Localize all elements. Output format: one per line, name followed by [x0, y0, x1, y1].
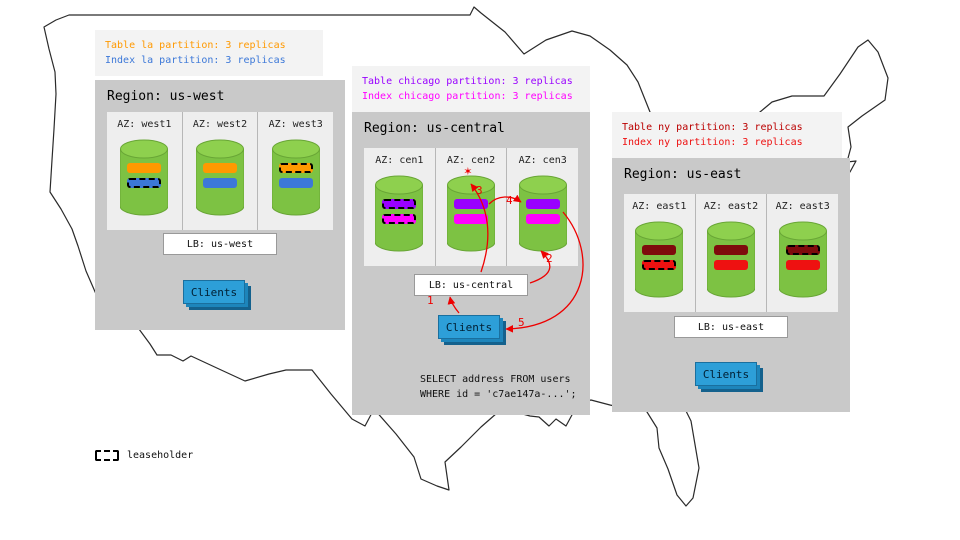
load-balancer: LB: us-east: [674, 316, 788, 338]
index-partition-replica: [203, 178, 237, 188]
az-label: AZ: west1: [117, 119, 172, 130]
legend: leaseholder: [95, 450, 193, 461]
az-column-cen3: AZ: cen3: [506, 148, 578, 266]
table-partition-replica: [203, 163, 237, 173]
clients-button[interactable]: Clients: [438, 315, 500, 339]
database-node: [707, 221, 755, 299]
table-partition-leaseholder: [382, 199, 417, 209]
table-partition-replica: [714, 245, 748, 255]
database-node: [271, 139, 320, 217]
annotation-index-line: Index la partition: 3 replicas: [105, 55, 286, 66]
index-partition-replica: [785, 260, 820, 270]
load-balancer: LB: us-west: [163, 233, 277, 255]
clients-button[interactable]: Clients: [183, 280, 245, 304]
index-partition-leaseholder: [127, 178, 162, 188]
az-column-west1: AZ: west1: [107, 112, 182, 230]
database-node: [778, 221, 827, 299]
sql-line-2: WHERE id = 'c7ae147a-...';: [420, 389, 577, 400]
annotation-us-west: Table la partition: 3 replicas Index la …: [95, 30, 323, 76]
annotation-us-central: Table chicago partition: 3 replicas Inde…: [352, 66, 590, 112]
region-title: Region: us-east: [624, 167, 742, 182]
az-container: AZ: east1 AZ: east2 AZ: [624, 194, 838, 312]
index-partition-replica: [454, 214, 488, 224]
table-partition-leaseholder: [785, 245, 820, 255]
leaseholder-swatch-icon: [95, 450, 119, 461]
query-step-2: 2: [546, 252, 553, 265]
query-step-1: 1: [427, 294, 434, 307]
index-partition-replica: [278, 178, 313, 188]
region-title: Region: us-central: [364, 121, 505, 136]
az-column-cen1: AZ: cen1: [364, 148, 435, 266]
region-panel-us-west: Region: us-west AZ: west1 AZ: west2: [95, 80, 345, 330]
az-label: AZ: east2: [703, 201, 759, 212]
query-step-3: 3: [476, 184, 483, 197]
az-label: AZ: east3: [775, 201, 830, 212]
az-label: AZ: west3: [268, 119, 323, 130]
table-partition-leaseholder: [278, 163, 313, 173]
region-title: Region: us-west: [107, 89, 225, 104]
table-partition-replica: [454, 199, 488, 209]
az-label: AZ: cen3: [518, 155, 567, 166]
database-node: [518, 175, 567, 253]
index-partition-replica: [525, 214, 560, 224]
star-marker-icon: ✶: [464, 164, 472, 179]
table-partition-replica: [127, 163, 162, 173]
annotation-index-line: Index chicago partition: 3 replicas: [362, 91, 573, 102]
az-column-east3: AZ: east3: [766, 194, 838, 312]
query-step-4: 4: [506, 194, 513, 207]
region-panel-us-central: Region: us-central AZ: cen1 AZ: cen2: [352, 112, 590, 415]
az-label: AZ: cen1: [375, 155, 424, 166]
az-container: AZ: west1 AZ: west2 AZ: [107, 112, 333, 230]
annotation-index-line: Index ny partition: 3 replicas: [622, 137, 803, 148]
database-node: [375, 175, 424, 253]
az-column-west2: AZ: west2: [181, 112, 258, 230]
az-column-west3: AZ: west3: [257, 112, 333, 230]
load-balancer: LB: us-central: [414, 274, 528, 296]
index-partition-leaseholder: [642, 260, 677, 270]
clients-button[interactable]: Clients: [695, 362, 757, 386]
table-partition-replica: [525, 199, 560, 209]
legend-label: leaseholder: [127, 450, 194, 461]
index-partition-replica: [714, 260, 748, 270]
az-label: AZ: east1: [632, 201, 687, 212]
annotation-us-east: Table ny partition: 3 replicas Index ny …: [612, 112, 842, 158]
sql-line-1: SELECT address FROM users: [420, 374, 571, 385]
table-partition-replica: [642, 245, 677, 255]
az-column-east1: AZ: east1: [624, 194, 695, 312]
region-panel-us-east: Region: us-east AZ: east1 AZ: east2: [612, 158, 850, 412]
index-partition-leaseholder: [382, 214, 417, 224]
annotation-table-line: Table la partition: 3 replicas: [105, 40, 286, 51]
database-node: [196, 139, 244, 217]
annotation-table-line: Table chicago partition: 3 replicas: [362, 76, 573, 87]
az-label: AZ: west2: [192, 119, 248, 130]
sql-query-text: SELECT address FROM users WHERE id = 'c7…: [420, 372, 577, 402]
query-step-5: 5: [518, 316, 525, 329]
database-node: [120, 139, 169, 217]
database-node: [635, 221, 684, 299]
annotation-table-line: Table ny partition: 3 replicas: [622, 122, 803, 133]
database-node: [447, 175, 495, 253]
az-column-east2: AZ: east2: [694, 194, 767, 312]
az-label: AZ: cen2: [446, 155, 496, 166]
